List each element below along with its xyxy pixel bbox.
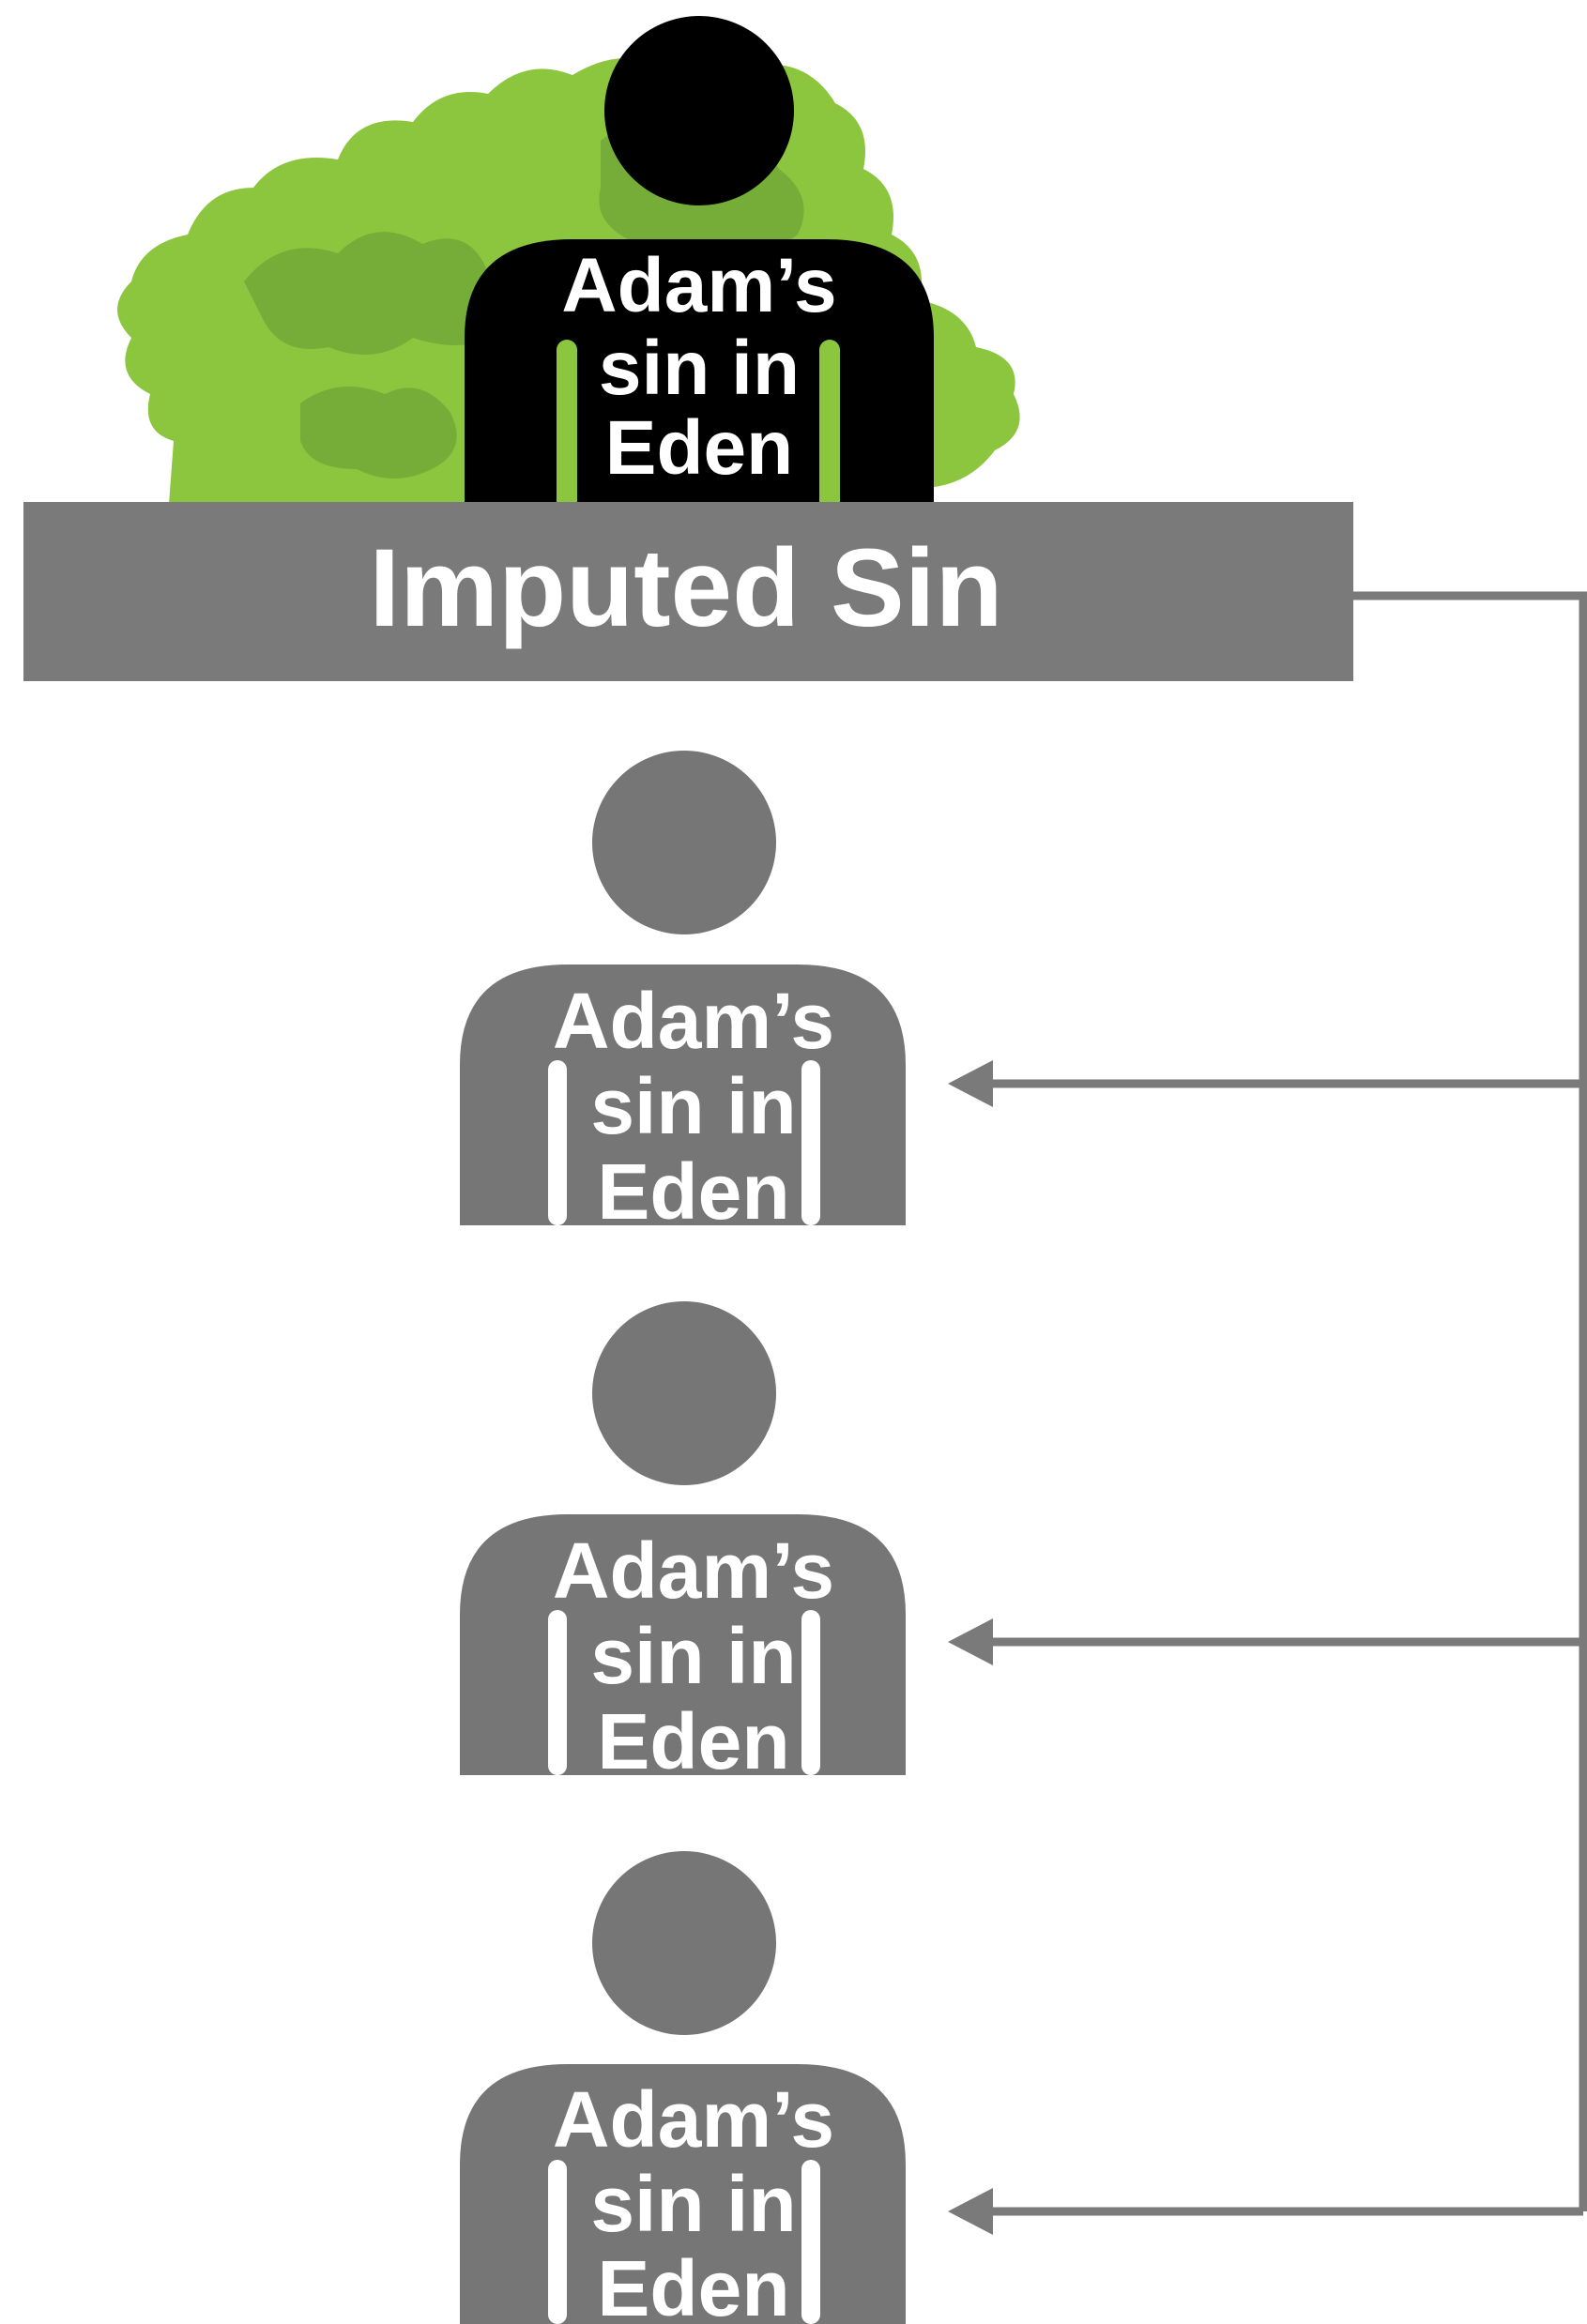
person-head — [592, 751, 776, 934]
arrow-left-icon — [948, 2188, 993, 2235]
descendant-label-line2: sin in — [590, 1612, 796, 1700]
adam-label-line1: Adam’s — [561, 243, 836, 328]
person-arm-gap-right — [801, 1060, 820, 1225]
adam-head — [604, 16, 794, 205]
descendant-label-line2: sin in — [590, 1062, 796, 1150]
descendant-label-line2: sin in — [590, 2160, 796, 2248]
main-connector — [1353, 591, 1587, 2211]
adam-torso — [465, 239, 934, 511]
person-arm-gap-right — [801, 1610, 820, 1775]
person-arm-gap-left — [548, 1060, 567, 1225]
banner-label: Imputed Sin — [369, 526, 1002, 650]
descendant-label-line3: Eden — [597, 2244, 789, 2324]
person-torso — [460, 1514, 906, 1775]
person-arm-gap-left — [548, 1610, 567, 1775]
descendant-figure: Adam’s sin in Eden — [460, 1851, 906, 2324]
person-head — [592, 1851, 776, 2035]
adam-figure: Adam’s sin in Eden — [465, 16, 934, 511]
adam-arm-gap-left — [557, 340, 577, 511]
person-head — [592, 1301, 776, 1485]
person-arm-gap-right — [801, 2160, 820, 2324]
banner-background — [23, 502, 1353, 681]
person-torso — [460, 2064, 906, 2324]
descendant-label-line1: Adam’s — [553, 1527, 834, 1615]
descendant-label-line1: Adam’s — [553, 2075, 834, 2164]
adam-label-line2: sin in — [599, 326, 800, 411]
imputed-sin-banner: Imputed Sin — [23, 502, 1353, 681]
descendant-label-line1: Adam’s — [553, 977, 834, 1065]
adam-label-line3: Eden — [605, 405, 793, 491]
arrow-left-icon — [948, 1618, 993, 1665]
connector-lines — [984, 591, 1587, 2216]
descendant-label-line3: Eden — [597, 1147, 789, 1236]
arrow-left-icon — [948, 1060, 993, 1107]
descendant-figure: Adam’s sin in Eden — [460, 751, 906, 1236]
adam-arm-gap-right — [819, 340, 840, 511]
person-arm-gap-left — [548, 2160, 567, 2324]
descendant-figure: Adam’s sin in Eden — [460, 1301, 906, 1785]
descendant-label-line3: Eden — [597, 1697, 789, 1785]
person-torso — [460, 965, 906, 1225]
